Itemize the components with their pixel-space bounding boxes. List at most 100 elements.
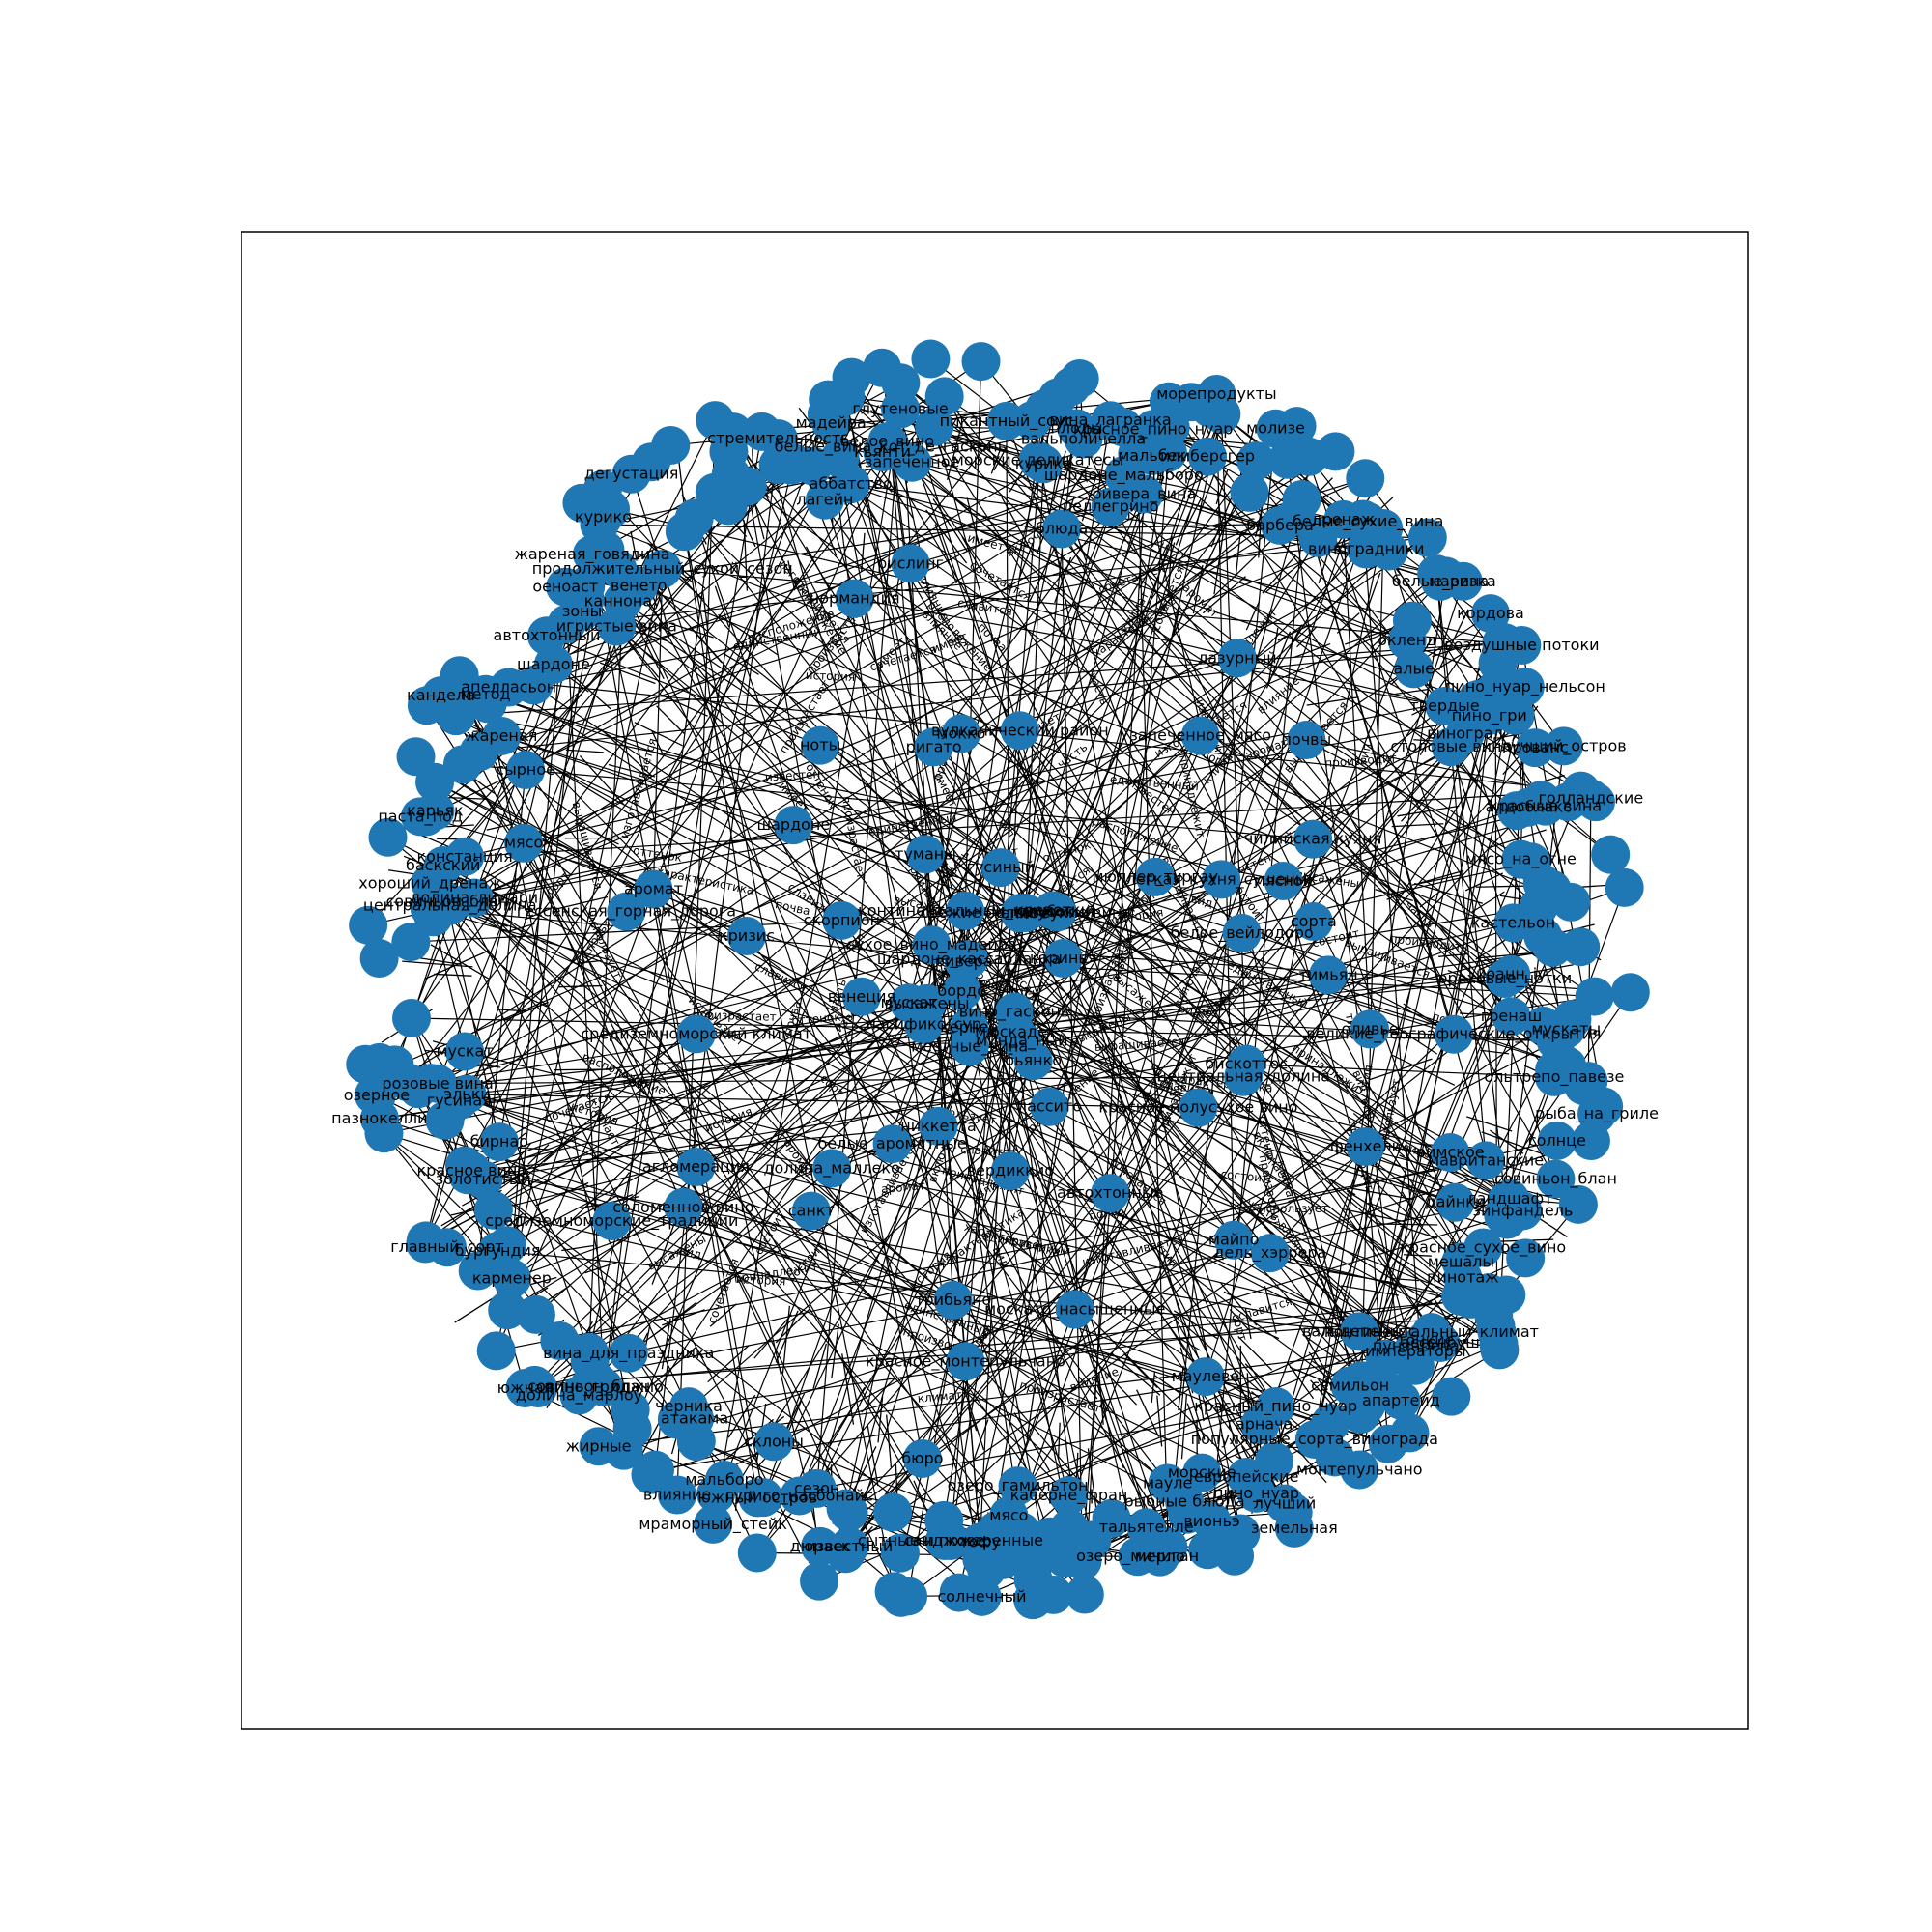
node-label: мускат xyxy=(436,1042,493,1061)
graph-edge xyxy=(658,693,708,717)
node-label: пино_гриджио xyxy=(544,1378,664,1397)
graph-edge xyxy=(434,973,472,977)
graph-node xyxy=(919,1106,958,1146)
graph-edge xyxy=(508,687,1462,1297)
edge-label: история xyxy=(806,668,856,684)
graph-edge xyxy=(878,466,914,519)
graph-edge xyxy=(761,431,1070,1496)
node-label: мокко xyxy=(936,724,985,742)
graph-edge xyxy=(367,422,832,926)
node-label: кастельон xyxy=(1471,913,1555,931)
graph-edge xyxy=(1392,1277,1419,1282)
node-label: стремительность xyxy=(707,429,849,447)
graph-node xyxy=(582,469,622,509)
graph-node xyxy=(1431,727,1470,767)
graph-edge xyxy=(1025,464,1044,914)
graph-edge xyxy=(464,799,1542,1167)
edge-label: вид xyxy=(1178,1002,1202,1019)
graph-edge xyxy=(508,988,548,1008)
graph-edge xyxy=(455,715,902,1599)
graph-edge xyxy=(1293,642,1331,659)
node-label: мясо xyxy=(989,1506,1028,1524)
graph-edge xyxy=(676,420,716,1495)
graph-edge xyxy=(966,497,980,546)
graph-edge xyxy=(790,465,1516,717)
graph-edge xyxy=(598,1345,1421,1447)
graph-edge xyxy=(1078,1376,1098,1400)
graph-edge xyxy=(1438,952,1467,957)
graph-edge xyxy=(1394,1178,1428,1196)
graph-node xyxy=(1346,1126,1385,1166)
node-label: глутеновые xyxy=(852,399,948,417)
graph-edge xyxy=(654,439,780,1470)
edge-label: оттенок xyxy=(791,1010,841,1028)
node-label: аромат xyxy=(624,879,683,897)
graph-edge xyxy=(1179,1337,1202,1351)
node-label: тимьян xyxy=(1298,965,1357,983)
node-label: совиньон_блан xyxy=(385,893,508,912)
edge-label: производит xyxy=(1324,752,1397,771)
node-label: дюраск xyxy=(790,1537,851,1555)
node-label: белые_вина xyxy=(1392,572,1490,591)
graph-edge xyxy=(1389,688,1430,696)
graph-edge xyxy=(1464,872,1504,892)
graph-node xyxy=(504,823,544,863)
graph-edge xyxy=(575,822,619,845)
graph-edge xyxy=(1471,891,1505,913)
graph-edge xyxy=(582,1137,635,1178)
node-label: свежие белые сухие вина xyxy=(921,903,1131,922)
graph-node xyxy=(447,1074,487,1114)
graph-node xyxy=(774,806,813,845)
graph-node xyxy=(1392,601,1432,640)
graph-edge xyxy=(543,1135,577,1163)
graph-edge xyxy=(861,532,866,572)
node-label: иоанн_iv xyxy=(1476,965,1547,984)
graph-node xyxy=(674,498,714,538)
graph-node xyxy=(1250,1234,1290,1273)
graph-edge xyxy=(497,1142,532,1184)
graph-edge xyxy=(628,1060,1034,1354)
graph-node xyxy=(933,1280,973,1320)
graph-node xyxy=(881,1577,921,1617)
graph-node xyxy=(1030,1087,1069,1126)
graph-edge xyxy=(1099,1404,1124,1469)
graph-edge xyxy=(1229,1309,1249,1330)
graph-edge xyxy=(661,1318,671,1370)
graph-edge xyxy=(870,469,893,493)
node-label: вердиккио xyxy=(967,1161,1054,1179)
graph-edge xyxy=(818,747,1536,1582)
node-label: высажены xyxy=(884,994,969,1012)
node-label: европейские xyxy=(1194,1467,1299,1486)
graph-node xyxy=(1037,893,1077,932)
graph-edge xyxy=(850,483,1441,1344)
node-label: виноград xyxy=(1427,724,1504,742)
graph-node xyxy=(1034,1575,1073,1614)
edge-label: произрастает xyxy=(692,1008,777,1023)
graph-node xyxy=(1190,388,1230,428)
graph-edge xyxy=(1267,627,1279,684)
node-label-layer: бискоттосмавританскиеимператорыминда_ный… xyxy=(331,384,1659,1605)
graph-edge xyxy=(1220,413,1247,1065)
graph-edge xyxy=(1302,1333,1341,1362)
graph-node xyxy=(540,1321,580,1361)
graph-edge xyxy=(485,694,1568,1066)
graph-node xyxy=(1535,1050,1575,1090)
graph-edge xyxy=(831,1323,839,1379)
node-label: майпо xyxy=(1208,1231,1260,1249)
graph-node xyxy=(1523,1006,1563,1045)
node-label: местные_вина xyxy=(911,1037,1028,1056)
graph-node xyxy=(1222,913,1262,952)
graph-edge xyxy=(1466,1116,1513,1132)
graph-node xyxy=(1217,639,1257,678)
graph-node xyxy=(1043,939,1083,979)
node-label: лучший xyxy=(1254,1494,1317,1513)
graph-node xyxy=(694,1504,733,1544)
graph-node xyxy=(726,916,766,955)
graph-edge xyxy=(483,995,1595,1180)
graph-node xyxy=(1558,1184,1598,1224)
node-label: жирные xyxy=(566,1436,632,1455)
graph-edge xyxy=(603,431,763,1388)
node-label: сырное xyxy=(496,760,555,779)
node-label: каберне_фран xyxy=(1010,1486,1128,1505)
graph-edge xyxy=(602,489,1386,1360)
